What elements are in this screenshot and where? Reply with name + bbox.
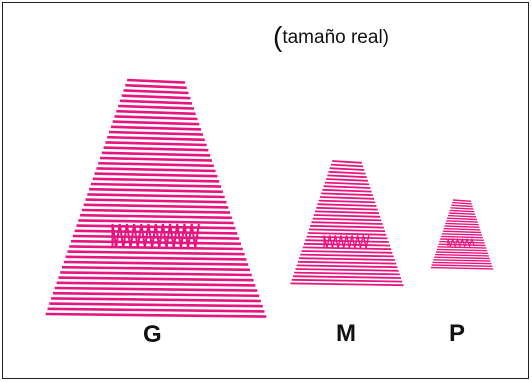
letter-a-large-icon [45, 78, 267, 318]
note-open-paren: ( [273, 21, 283, 52]
satin-stitch-group [45, 78, 267, 318]
actual-size-note: (tamaño real) [273, 21, 389, 53]
letter-a-small-icon [430, 199, 494, 270]
satin-stitch-group [290, 160, 404, 287]
satin-crossbar [447, 237, 475, 248]
size-label-large: G [143, 321, 162, 348]
figure-frame: (tamaño real) G M P [2, 2, 529, 379]
satin-legs [45, 78, 267, 318]
satin-crossbar [111, 223, 200, 248]
satin-crossbar [323, 235, 370, 248]
size-label-medium: M [336, 320, 356, 347]
satin-stitch-group [430, 199, 494, 270]
letter-a-medium-icon [290, 160, 404, 287]
size-label-small: P [449, 320, 466, 347]
note-text: tamaño real) [282, 27, 389, 48]
satin-legs [430, 199, 494, 270]
satin-legs [290, 160, 404, 287]
